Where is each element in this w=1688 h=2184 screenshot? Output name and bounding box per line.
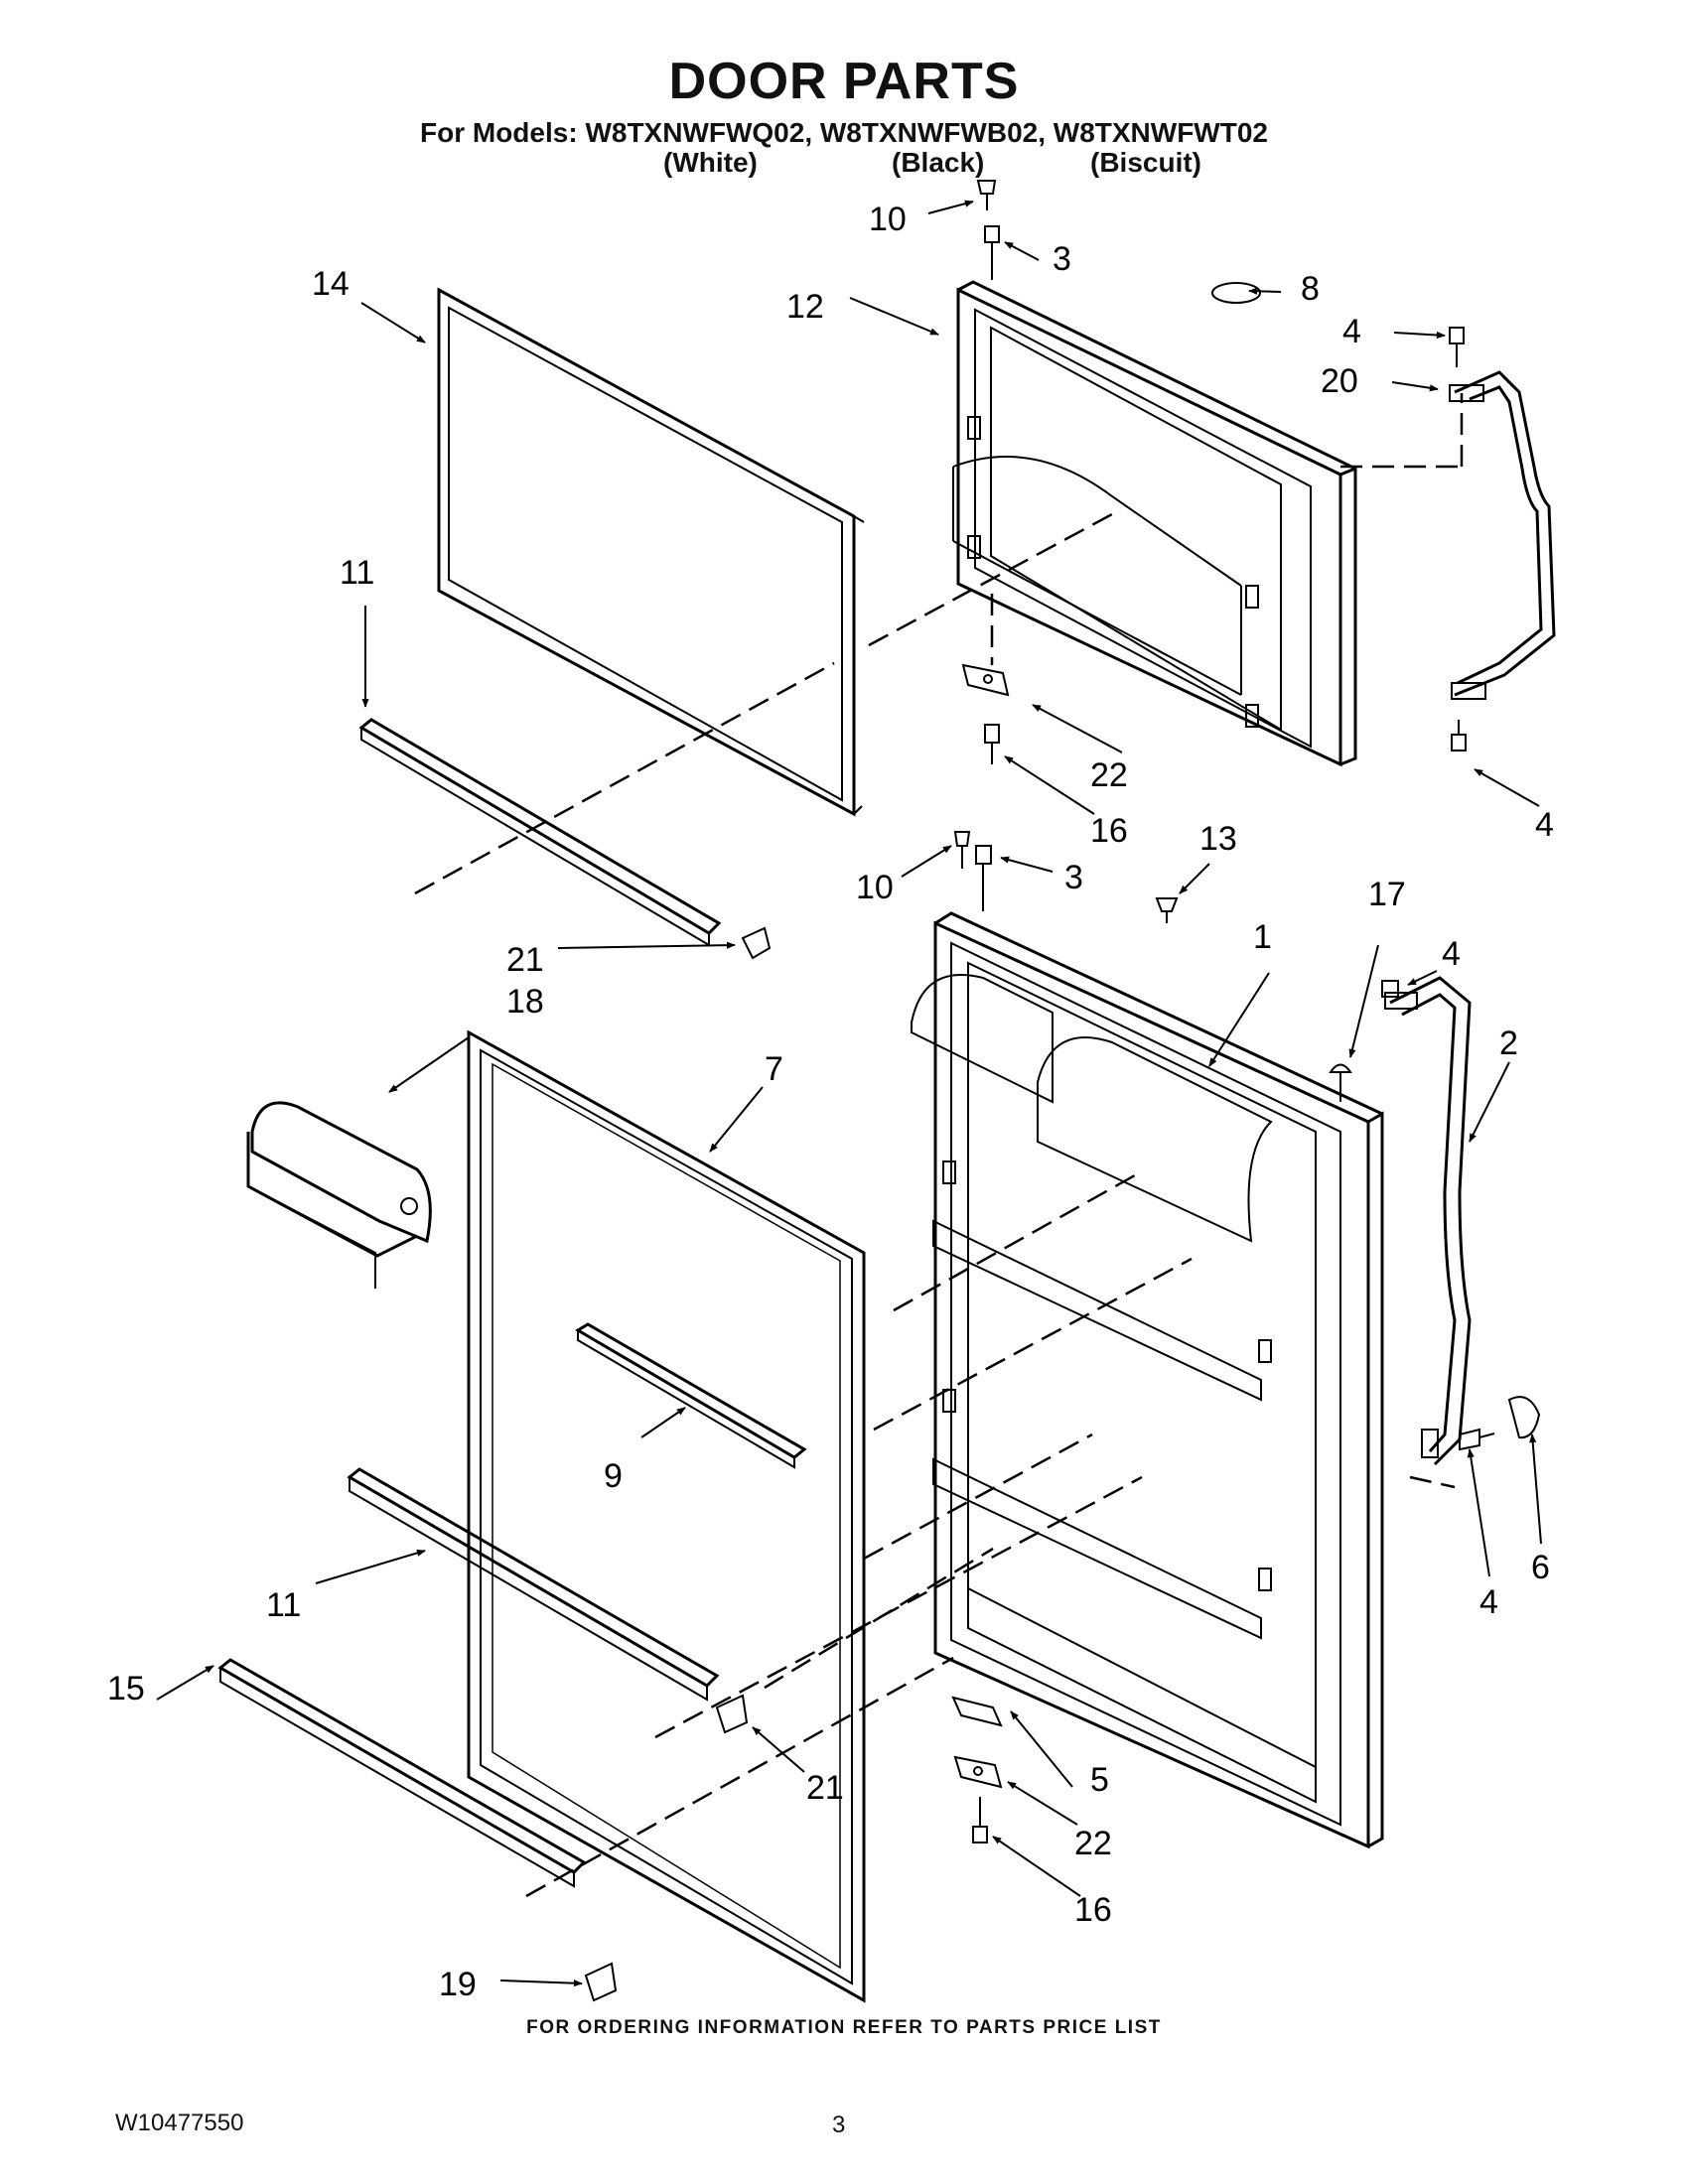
callout-4-handle-screw-top: 4 — [1342, 313, 1361, 350]
callout-10-fresh-food-plug: 10 — [856, 869, 894, 906]
callout-22-freezer-hinge: 22 — [1090, 756, 1128, 794]
callout-8-washer: 8 — [1301, 270, 1320, 308]
fresh-food-hardware — [951, 831, 1541, 1843]
model-list: For Models: W8TXNWFWQ02, W8TXNWFWB02, W8… — [420, 117, 1268, 148]
callout-10-freezer-plug: 10 — [869, 201, 907, 238]
door-shelf-retainer-middle — [575, 1322, 807, 1469]
callout-1-fresh-food-door: 1 — [1253, 918, 1272, 956]
freezer-hardware — [961, 180, 1467, 764]
callout-17-cap: 17 — [1368, 876, 1406, 913]
callout-11-freezer-retainer: 11 — [340, 554, 374, 592]
callout-22-fresh-food-hinge: 22 — [1074, 1825, 1112, 1862]
callout-labels: 10 3 12 14 8 4 20 11 22 16 4 10 3 13 17 … — [107, 201, 1554, 2003]
assembly-guide-lines — [414, 393, 1464, 1898]
freezer-door — [952, 280, 1357, 767]
callout-13-plug: 13 — [1199, 820, 1237, 858]
fresh-food-door-gasket — [467, 1029, 866, 2003]
callout-19-retainer-clip-bottom: 19 — [439, 1966, 477, 2003]
callout-6-handle-cap: 6 — [1531, 1549, 1550, 1586]
door-shelf-retainer-bottom — [217, 1658, 618, 2002]
color-label-black: (Black) — [892, 147, 985, 178]
page-title: DOOR PARTS — [668, 53, 1020, 110]
callout-15-bottom-retainer: 15 — [107, 1670, 145, 1707]
callout-4-handle-screw-bottom: 4 — [1535, 806, 1554, 844]
callout-3-fresh-food-screw: 3 — [1064, 859, 1083, 896]
callout-4-fresh-handle-screw-top: 4 — [1442, 935, 1461, 973]
freezer-door-gasket — [437, 287, 865, 817]
callout-21-retainer-clip-upper: 21 — [506, 941, 544, 979]
document-number: W10477550 — [115, 2110, 244, 2136]
door-shelf-retainer-lower — [347, 1467, 749, 1734]
freezer-shelf-retainer — [358, 718, 772, 960]
dairy-door — [246, 1101, 432, 1289]
callout-20-freezer-handle: 20 — [1321, 362, 1358, 400]
color-label-biscuit: (Biscuit) — [1090, 147, 1201, 178]
callout-21-retainer-clip-lower: 21 — [806, 1769, 844, 1807]
callout-arrows — [156, 200, 1542, 1987]
callout-16-freezer-hinge-screw: 16 — [1090, 812, 1128, 850]
fresh-food-door — [911, 911, 1384, 1849]
callout-9-middle-retainer: 9 — [604, 1457, 623, 1495]
callout-14-freezer-gasket: 14 — [312, 265, 350, 303]
callout-4-fresh-handle-screw-bottom: 4 — [1479, 1583, 1498, 1621]
callout-12-freezer-door: 12 — [786, 288, 824, 326]
freezer-handle — [1449, 370, 1556, 700]
callout-5-hinge-shim: 5 — [1090, 1761, 1109, 1799]
fresh-food-handle — [1384, 976, 1472, 1466]
color-label-white: (White) — [663, 147, 758, 178]
ordering-note: FOR ORDERING INFORMATION REFER TO PARTS … — [526, 2017, 1162, 2038]
callout-18-dairy-door: 18 — [506, 983, 544, 1021]
callout-7-fresh-food-gasket: 7 — [765, 1050, 783, 1088]
callout-2-fresh-food-handle: 2 — [1499, 1024, 1518, 1062]
callout-3-freezer-screw: 3 — [1053, 240, 1071, 278]
callout-11-lower-retainer: 11 — [266, 1586, 301, 1624]
page-number: 3 — [832, 2112, 846, 2138]
callout-16-fresh-food-hinge-screw: 16 — [1074, 1891, 1112, 1929]
